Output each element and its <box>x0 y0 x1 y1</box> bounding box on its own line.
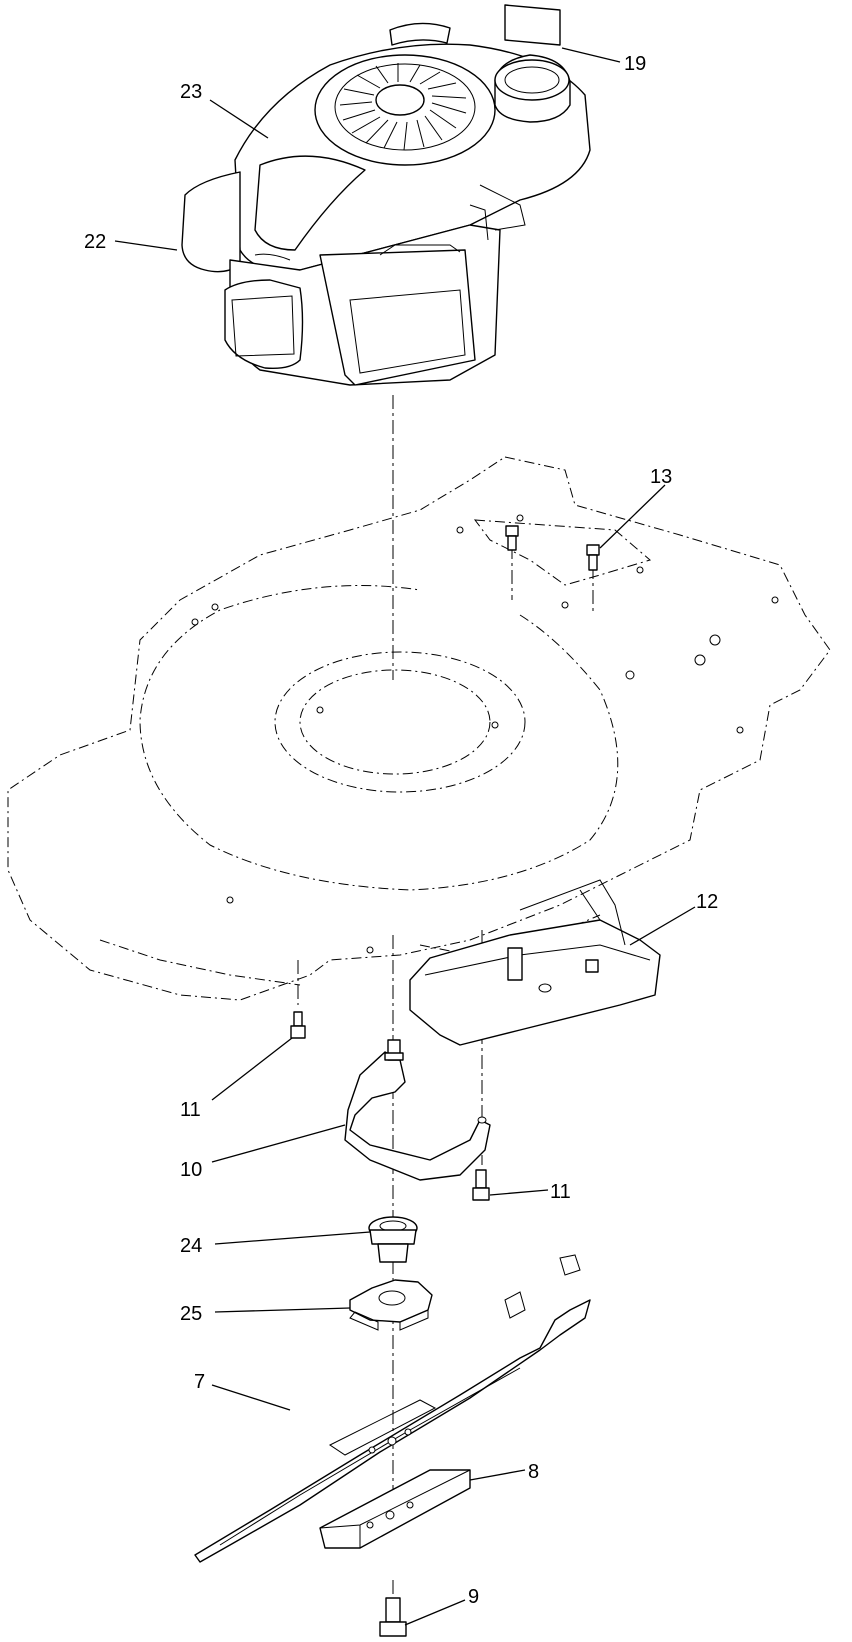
blade-hub-25 <box>349 1279 433 1331</box>
callout-11-right: 11 <box>550 1181 571 1203</box>
blade-adapter-24 <box>368 1216 418 1263</box>
stiffener-8 <box>319 1469 471 1549</box>
callout-10: 10 <box>180 1159 202 1181</box>
callout-8: 8 <box>528 1461 539 1483</box>
bolt-11-left <box>290 1011 306 1039</box>
engine-assembly <box>181 4 591 386</box>
callout-9: 9 <box>468 1586 479 1608</box>
callout-25: 25 <box>180 1303 202 1325</box>
callout-13: 13 <box>650 466 672 488</box>
baffle-12 <box>409 879 661 1046</box>
engine-mounting-bolts <box>505 525 600 571</box>
callout-19: 19 <box>624 53 646 75</box>
callout-12: 12 <box>696 891 718 913</box>
blade-7 <box>194 1254 591 1563</box>
callout-22: 22 <box>84 231 106 253</box>
bracket-10 <box>344 1039 491 1181</box>
callout-11-left: 11 <box>180 1099 201 1121</box>
callout-7: 7 <box>194 1371 205 1393</box>
bolt-11-right <box>472 1169 490 1201</box>
callout-labels: 19 23 22 13 12 11 10 11 24 25 7 8 9 <box>84 53 718 1608</box>
blade-bolt-9 <box>379 1597 407 1637</box>
callout-24: 24 <box>180 1235 202 1257</box>
leader-lines <box>114 47 696 1626</box>
mower-deck-outline <box>7 456 831 1001</box>
callout-23: 23 <box>180 81 202 103</box>
